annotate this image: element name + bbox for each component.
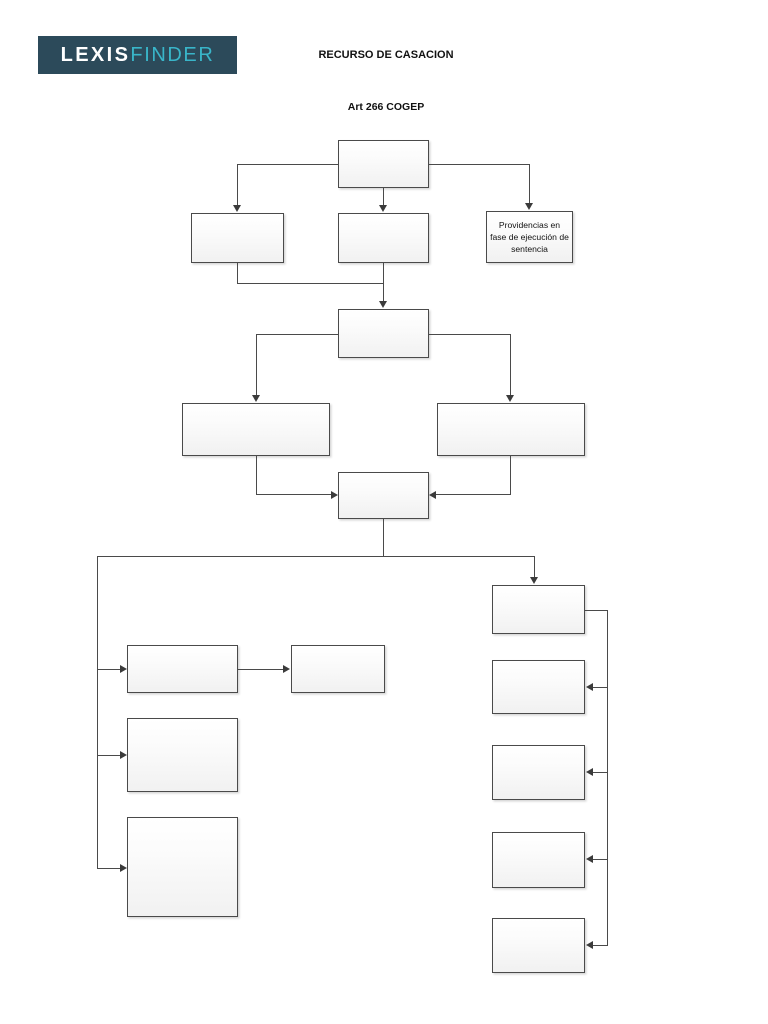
- page-title: RECURSO DE CASACION: [318, 49, 454, 61]
- edge-n1-n3-vertical: [383, 188, 385, 206]
- node-n12[interactable]: [127, 817, 238, 917]
- edge-n7-n8-arrowhead: [429, 491, 436, 499]
- edge-spine-n14-arrowhead: [586, 683, 593, 691]
- edge-n6-n8-arrowhead: [331, 491, 338, 499]
- edge-n13-rightspine-horizontal: [585, 610, 608, 612]
- edge-n3-n5-vertical: [383, 263, 385, 302]
- edge-spine-n12-horizontal: [97, 868, 121, 870]
- edge-n1-n4-vertical: [529, 164, 531, 204]
- edge-spine-n17-horizontal: [593, 945, 608, 947]
- edge-n3-n5-arrowhead: [379, 301, 387, 308]
- node-n13[interactable]: [492, 585, 585, 634]
- edge-n9-n10-arrowhead: [283, 665, 290, 673]
- edge-spine-n11-horizontal: [97, 755, 121, 757]
- node-n5[interactable]: [338, 309, 429, 358]
- edge-n5-n7-arrowhead: [506, 395, 514, 402]
- node-n8[interactable]: [338, 472, 429, 519]
- edge-n1-n2-horizontal: [237, 164, 338, 166]
- node-n7[interactable]: [437, 403, 585, 456]
- edge-spine-n12-arrowhead: [120, 864, 127, 872]
- edge-spine-n9-horizontal: [97, 669, 121, 671]
- edge-spine-n15-arrowhead: [586, 768, 593, 776]
- node-n1[interactable]: [338, 140, 429, 188]
- edge-n5-n7-horizontal: [429, 334, 511, 336]
- edge-n1-n2-vertical: [237, 164, 239, 206]
- node-n17[interactable]: [492, 918, 585, 973]
- edge-spine-n15-horizontal: [593, 772, 608, 774]
- edge-spine-n9-arrowhead: [120, 665, 127, 673]
- node-n11[interactable]: [127, 718, 238, 792]
- page-subtitle: Art 266 COGEP: [347, 101, 425, 113]
- edge-spine-n11-arrowhead: [120, 751, 127, 759]
- logo-text-lexis: LEXIS: [60, 43, 131, 66]
- edge-n5-n6-arrowhead: [252, 395, 260, 402]
- edge-n1-n3-arrowhead: [379, 205, 387, 212]
- right-spine-vertical: [607, 610, 609, 946]
- edge-n8-bus-stem: [383, 519, 385, 557]
- edge-n8-bus-horizontal: [97, 556, 535, 558]
- edge-n6-n8-horizontal: [256, 494, 332, 496]
- left-spine-vertical: [97, 556, 99, 869]
- edge-n7-n8-horizontal: [436, 494, 511, 496]
- edge-n1-n2-arrowhead: [233, 205, 241, 212]
- edge-n2-n5-horizontal: [237, 283, 383, 285]
- edge-n9-n10-horizontal: [238, 669, 284, 671]
- node-n3[interactable]: [338, 213, 429, 263]
- edge-n5-n6-vertical: [256, 334, 258, 396]
- edge-n2-n5-vertical: [237, 263, 239, 284]
- node-n10[interactable]: [291, 645, 385, 693]
- node-n4-providencias[interactable]: Providencias en fase de ejecución de sen…: [486, 211, 573, 263]
- edge-spine-n17-arrowhead: [586, 941, 593, 949]
- edge-n1-n4-horizontal: [429, 164, 530, 166]
- node-n15[interactable]: [492, 745, 585, 800]
- node-n6[interactable]: [182, 403, 330, 456]
- edge-n7-n8-vertical: [510, 456, 512, 495]
- node-n2[interactable]: [191, 213, 284, 263]
- node-n14[interactable]: [492, 660, 585, 714]
- edge-spine-n16-horizontal: [593, 859, 608, 861]
- edge-bus-n13-vertical: [534, 556, 536, 578]
- edge-n6-n8-vertical: [256, 456, 258, 495]
- edge-n1-n4-arrowhead: [525, 203, 533, 210]
- logo-text-finder: FINDER: [130, 43, 215, 66]
- edge-n5-n7-vertical: [510, 334, 512, 396]
- edge-spine-n14-horizontal: [593, 687, 608, 689]
- node-n9[interactable]: [127, 645, 238, 693]
- edge-n5-n6-horizontal: [256, 334, 338, 336]
- edge-bus-n13-arrowhead: [530, 577, 538, 584]
- edge-spine-n16-arrowhead: [586, 855, 593, 863]
- node-n16[interactable]: [492, 832, 585, 888]
